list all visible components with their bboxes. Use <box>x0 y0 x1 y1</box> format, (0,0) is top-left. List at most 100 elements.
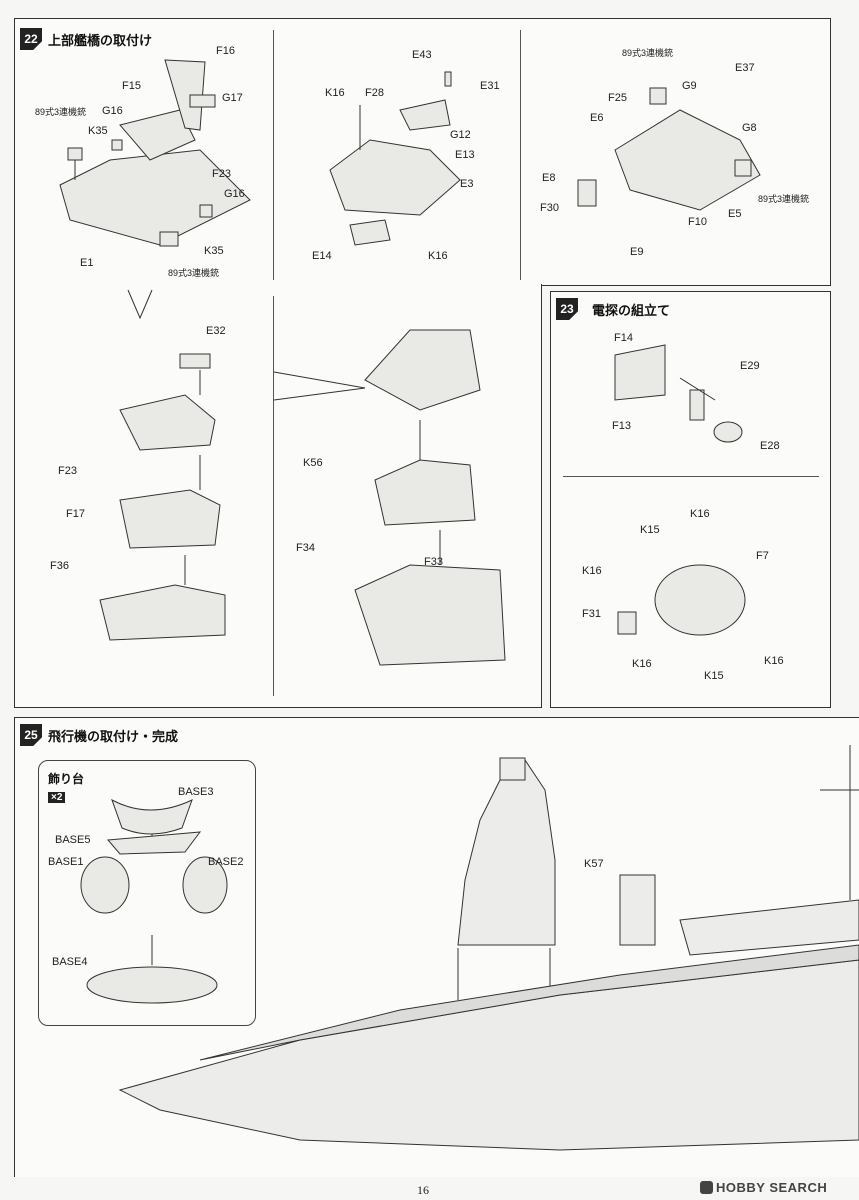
label-k16-a: K16 <box>690 508 710 520</box>
label-k16-d: K16 <box>764 655 784 667</box>
label-e6: E6 <box>590 112 604 124</box>
label-k16-b: K16 <box>582 565 602 577</box>
label-k35a: K35 <box>88 125 108 137</box>
page-number: 16 <box>417 1183 429 1197</box>
step22-badge: 22 <box>20 28 42 50</box>
label-f23: F23 <box>212 168 231 180</box>
label-k57: K57 <box>584 858 604 870</box>
ship-funnel <box>619 874 656 946</box>
label-g17: G17 <box>222 92 243 104</box>
arrow-8 <box>679 377 716 401</box>
label-f31: F31 <box>582 608 601 620</box>
label-gun-b: 89式3連機銃 <box>168 268 220 278</box>
part-f31 <box>617 611 637 635</box>
step23-badge: 23 <box>556 298 578 320</box>
label-f17: F17 <box>66 508 85 520</box>
label-f34: F34 <box>296 542 315 554</box>
label-base4: BASE4 <box>52 956 88 968</box>
bridge-rangefinder <box>499 757 526 781</box>
callout-notch-2 <box>273 371 366 401</box>
part-g16b <box>199 204 213 218</box>
label-k16-c: K16 <box>632 658 652 670</box>
label-g9: G9 <box>682 80 697 92</box>
label-f10: F10 <box>688 216 707 228</box>
label-f13: F13 <box>612 420 631 432</box>
label-g16a: G16 <box>102 105 123 117</box>
tower-top <box>364 329 481 411</box>
label-e13: E13 <box>455 149 475 161</box>
part-g16a <box>111 139 123 151</box>
ship-deck <box>199 944 859 1061</box>
part-e3-bridge-deck <box>329 139 461 216</box>
label-g8: G8 <box>742 122 757 134</box>
label-e9: E9 <box>630 246 644 258</box>
part-e14 <box>349 219 391 246</box>
base1-part <box>80 856 130 914</box>
base3-part <box>111 798 193 835</box>
ship-rear-superstructure <box>679 899 859 956</box>
callout-notch <box>127 289 153 320</box>
label-e31: E31 <box>480 80 500 92</box>
part-f30 <box>577 179 597 207</box>
step25-badge: 25 <box>20 724 42 746</box>
label-k35b: K35 <box>204 245 224 257</box>
label-f25: F25 <box>608 92 627 104</box>
label-k16a: K16 <box>325 87 345 99</box>
watermark: HOBBY SEARCH <box>700 1180 827 1195</box>
subassembly-middle <box>119 489 221 549</box>
step22-title: 上部艦橋の取付け <box>48 33 153 48</box>
tower-base <box>354 564 506 666</box>
label-g16b: G16 <box>224 188 245 200</box>
label-k56: K56 <box>303 457 323 469</box>
label-base1: BASE1 <box>48 856 84 868</box>
label-base5: BASE5 <box>55 834 91 846</box>
label-f33: F33 <box>424 556 443 568</box>
label-e43: E43 <box>412 49 432 61</box>
step22-divider-2 <box>520 30 521 280</box>
label-gun-d: 89式3連機銃 <box>758 194 810 204</box>
label-k15-b: K15 <box>704 670 724 682</box>
part-e32 <box>179 353 211 369</box>
base2-part <box>182 856 228 914</box>
gun-mount-a <box>67 147 83 161</box>
quantity-x2-badge: ×2 <box>48 792 66 803</box>
label-base3: BASE3 <box>178 786 214 798</box>
subassembly-upper <box>119 394 216 451</box>
radar-frame-f14 <box>614 344 666 401</box>
label-f36: F36 <box>50 560 69 572</box>
display-stand-title: 飾り台 <box>48 772 85 786</box>
label-f23-b: F23 <box>58 465 77 477</box>
step25-title: 飛行機の取付け・完成 <box>48 729 179 744</box>
step22-divider-1 <box>273 30 274 280</box>
step23-frame <box>550 291 831 708</box>
step22-continuation-divider <box>273 296 274 696</box>
label-base2: BASE2 <box>208 856 244 868</box>
gun-mount-c <box>649 87 667 105</box>
label-k15-a: K15 <box>640 524 660 536</box>
part-g17 <box>189 94 216 108</box>
label-gun-c: 89式3連機銃 <box>622 48 674 58</box>
label-g12: G12 <box>450 129 471 141</box>
label-f16: F16 <box>216 45 235 57</box>
watermark-text: HOBBY SEARCH <box>716 1180 828 1195</box>
label-e32: E32 <box>206 325 226 337</box>
label-f28: F28 <box>365 87 384 99</box>
part-f16 <box>164 59 206 131</box>
label-gun-a: 89式3連機銃 <box>35 107 87 117</box>
base5-part <box>106 831 202 855</box>
subassembly-lower <box>99 584 226 641</box>
radar-base-e28 <box>713 421 743 443</box>
label-e8: E8 <box>542 172 556 184</box>
ship-hull <box>118 959 859 1151</box>
platform-f7 <box>654 564 746 636</box>
base4-part <box>86 966 218 1004</box>
label-e5: E5 <box>728 208 742 220</box>
part-c-bridge-assembly <box>614 109 761 211</box>
part-e43 <box>444 71 452 87</box>
watermark-logo-icon <box>700 1181 713 1194</box>
part-f15 <box>119 109 196 161</box>
label-k16b: K16 <box>428 250 448 262</box>
part-e31 <box>399 99 451 131</box>
radar-body <box>689 389 705 421</box>
